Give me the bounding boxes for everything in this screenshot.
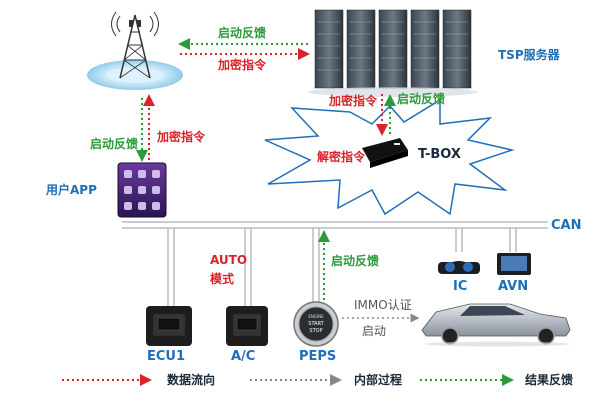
tsp-server-icon	[308, 9, 478, 97]
avn-label: AVN	[498, 279, 529, 294]
peps-label: PEPS	[299, 349, 337, 364]
tsp-server-label: TSP服务器	[498, 48, 560, 62]
ecu1-label: ECU1	[147, 349, 186, 364]
immo-label: IMMO认证	[354, 298, 412, 312]
ac-label: A/C	[231, 349, 256, 364]
encrypt-label-left: 加密指令	[157, 130, 206, 144]
svg-text:STOP: STOP	[309, 328, 322, 334]
tbox-label: T-BOX	[418, 147, 461, 162]
legend-data-flow-label: 数据流向	[167, 373, 216, 387]
peps-start-button-icon: ENGINE START STOP	[293, 301, 339, 347]
legend-internal-label: 内部过程	[354, 373, 403, 387]
feedback-label-peps: 启动反馈	[331, 254, 380, 268]
svg-text:ENGINE: ENGINE	[308, 314, 324, 319]
signal-tower-icon	[87, 11, 183, 90]
user-app-phone-icon	[117, 162, 167, 218]
tbox-device-icon	[362, 138, 408, 168]
feedback-label-tsp: 启动反馈	[397, 92, 446, 106]
legend-result-label: 结果反馈	[525, 373, 574, 387]
feedback-label-left: 启动反馈	[90, 137, 139, 151]
ic-instrument-cluster-icon	[438, 261, 480, 274]
feedback-label-top: 启动反馈	[218, 26, 267, 40]
encrypt-label-tsp: 加密指令	[329, 94, 378, 108]
auto-label: AUTO	[210, 253, 248, 267]
svg-text:START: START	[308, 321, 324, 327]
decrypt-label: 解密指令	[317, 150, 366, 164]
ac-module-icon	[226, 306, 268, 346]
can-bus-line	[122, 221, 548, 306]
start-label: 启动	[362, 324, 387, 338]
car-icon	[421, 303, 571, 347]
user-app-label: 用户APP	[46, 183, 97, 197]
encrypt-label-top: 加密指令	[218, 58, 267, 72]
ic-label: IC	[453, 279, 468, 294]
ecu1-module-icon	[146, 306, 192, 346]
avn-unit-icon	[497, 253, 531, 275]
mode-label: 模式	[210, 272, 235, 286]
can-label: CAN	[551, 218, 582, 233]
